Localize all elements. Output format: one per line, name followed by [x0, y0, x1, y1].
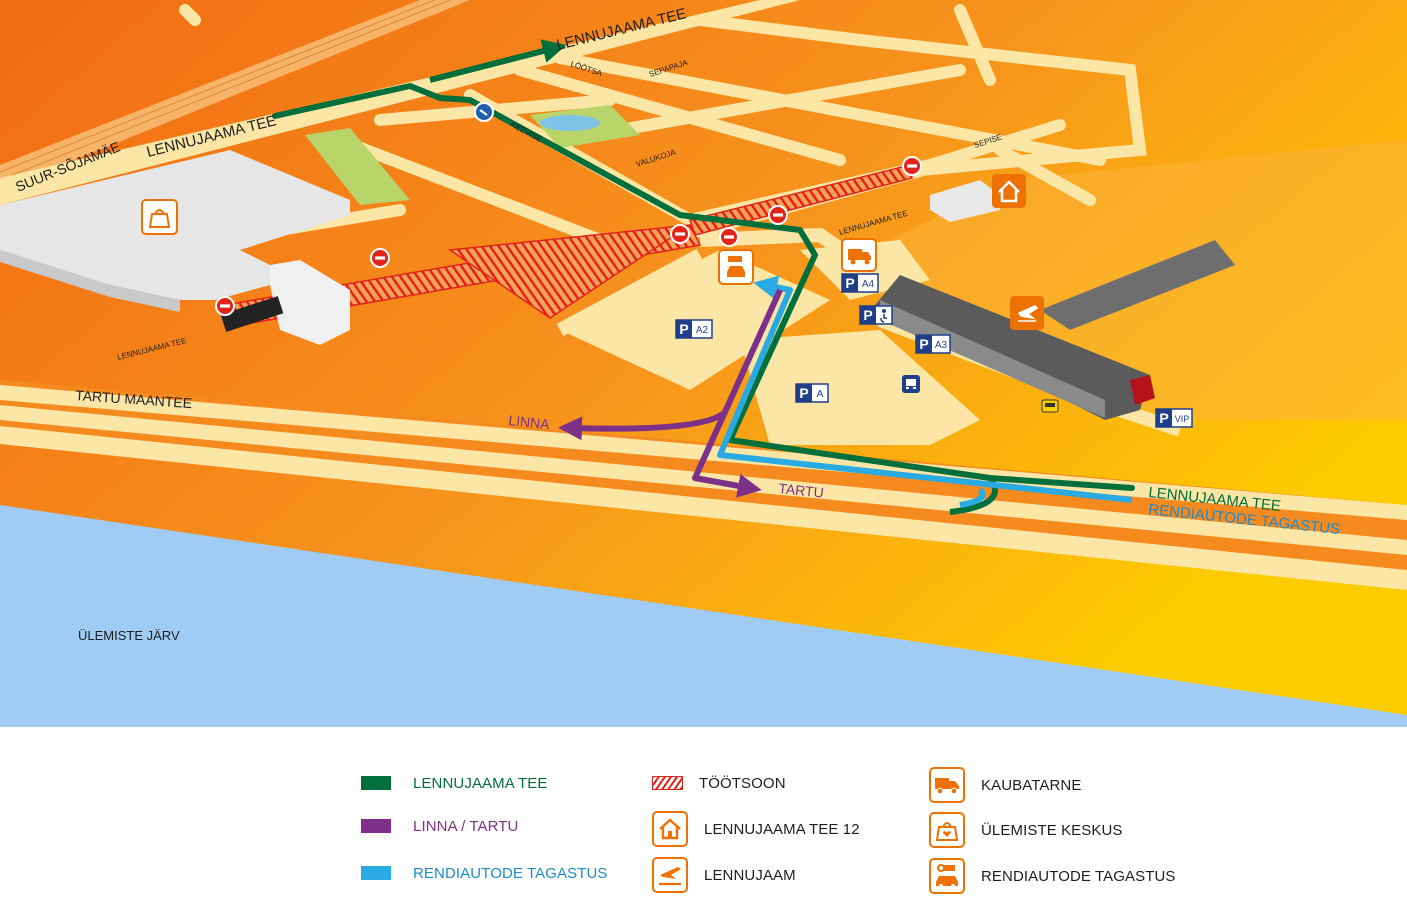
route-green: [272, 83, 1135, 491]
legend-label: LINNA / TARTU: [413, 817, 519, 835]
roundabout-icon: [474, 102, 494, 122]
parking-sign-vip: P VIP: [1155, 408, 1193, 428]
legend-label: LENNUJAAMA TEE 12: [704, 820, 860, 838]
lennujaama-tee-12-building: [930, 180, 1000, 222]
map-legend: LENNUJAAMA TEE LINNA / TARTU RENDIAUTODE…: [0, 727, 1407, 920]
legend-label: LENNUJAAMA TEE: [413, 774, 548, 792]
pond: [540, 115, 600, 131]
svg-text:VIP: VIP: [1175, 414, 1190, 424]
parking-area-a: [740, 330, 980, 445]
car-rental-icon: [929, 858, 965, 894]
park-area: [305, 128, 410, 205]
svg-text:P: P: [863, 307, 872, 323]
house-icon: [652, 811, 688, 847]
svg-text:P: P: [1159, 410, 1168, 426]
legend-item-ulemiste-keskus: ÜLEMISTE KESKUS: [929, 810, 1123, 850]
route-purple-tartu: [692, 410, 762, 498]
route-label-tartu: TARTU: [778, 480, 825, 501]
lake-label: ÜLEMISTE JÄRV: [78, 628, 180, 643]
legend-label: LENNUJAAM: [704, 866, 796, 884]
work-zone-right: [689, 164, 913, 236]
legend-label: KAUBATARNE: [981, 776, 1082, 794]
svg-text:P: P: [845, 275, 854, 291]
airplane-icon: [1010, 296, 1044, 330]
shopping-bag-icon: [141, 199, 178, 235]
route-label-linna: LINNA: [508, 412, 551, 432]
svg-text:A3: A3: [935, 340, 948, 351]
car-rental-icon: [718, 249, 754, 285]
legend-label: RENDIAUTODE TAGASTUS: [981, 867, 1176, 885]
parking-sign-a2: P A2: [675, 319, 713, 339]
lake-area: [0, 505, 1407, 727]
green-route-swatch: [361, 776, 391, 790]
legend-label: ÜLEMISTE KESKUS: [981, 821, 1123, 839]
parking-sign-a4: P A4: [841, 273, 879, 293]
legend-item-rendiautode-tagastus-icon: RENDIAUTODE TAGASTUS: [929, 856, 1176, 896]
svg-text:A: A: [817, 389, 824, 400]
legend-item-linna-tartu: LINNA / TARTU: [361, 806, 519, 846]
legend-item-rendiautode-tagastus: RENDIAUTODE TAGASTUS: [361, 853, 608, 893]
terminal-building: [875, 240, 1235, 420]
route-blue-uturn: [959, 487, 986, 508]
shopping-bag-icon: [929, 812, 965, 848]
route-green-top: [429, 39, 567, 83]
parking-sign-a: P A: [795, 383, 829, 403]
airplane-icon: [652, 857, 688, 893]
no-entry-icons: [215, 156, 922, 316]
bus-stop-icon: [902, 375, 920, 393]
svg-text:P: P: [919, 336, 928, 352]
work-zone-triangle: [447, 224, 691, 319]
legend-item-kaubatarne: KAUBATARNE: [929, 765, 1081, 805]
legend-item-lennujaama-tee-12: LENNUJAAMA TEE 12: [652, 809, 860, 849]
parking-sign-disabled: P: [859, 305, 893, 325]
svg-text:P: P: [799, 385, 808, 401]
route-blue: [717, 275, 1133, 503]
taxi-icon: [1041, 399, 1059, 413]
legend-label: RENDIAUTODE TAGASTUS: [413, 864, 608, 882]
airport-map: P A2 P A4 P P A3 P A P VIP: [0, 0, 1407, 727]
truck-icon: [841, 238, 877, 272]
tartu-maantee-lane-south2: [0, 426, 1407, 590]
railway: [0, 0, 470, 190]
svg-text:P: P: [679, 321, 688, 337]
legend-item-lennujaam: LENNUJAAM: [652, 855, 796, 895]
purple-route-swatch: [361, 819, 391, 833]
legend-label: TÖÖTSOON: [699, 774, 786, 792]
legend-item-lennujaama-tee: LENNUJAAMA TEE: [361, 763, 548, 803]
suur-sojamae-road: [0, 0, 800, 205]
svg-text:A4: A4: [862, 279, 875, 290]
parking-sign-a3: P A3: [915, 334, 951, 354]
legend-item-tootsoon: TÖÖTSOON: [652, 763, 786, 803]
blue-route-swatch: [361, 866, 391, 880]
hatch-icon: [652, 776, 683, 790]
truck-icon: [929, 767, 965, 803]
svg-text:A2: A2: [696, 325, 709, 336]
house-icon: [992, 174, 1026, 208]
